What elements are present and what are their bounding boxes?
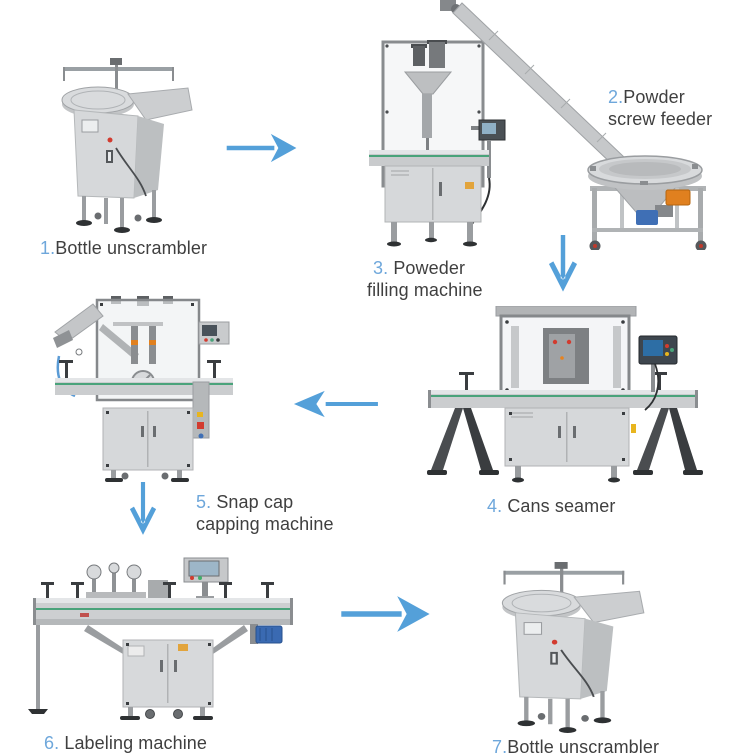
flow-arrow-down-2-icon	[129, 482, 157, 535]
step-label-1: 1.Bottle unscrambler	[40, 237, 230, 259]
flow-arrow-right-2-icon	[341, 596, 430, 632]
step-label-6: 6. Labeling machine	[44, 732, 224, 754]
step-name-line2: filling machine	[367, 280, 483, 300]
step-number: 4.	[487, 496, 508, 516]
machine-3-powder-filling-machine-image	[369, 40, 506, 247]
machine-1-bottle-unscrambler-image	[61, 58, 193, 233]
step-label-2: 2.Powder screw feeder	[608, 86, 730, 130]
step-number: 6.	[44, 733, 65, 753]
step-label-3: 3. Poweder filling machine	[367, 257, 507, 301]
flow-arrow-left-icon	[293, 390, 378, 418]
machine-4-cans-seamer-image	[427, 306, 703, 483]
step-name: Snap cap	[216, 492, 294, 512]
step-name: Poweder	[393, 258, 466, 278]
machine-5-snap-cap-capping-machine-image	[53, 296, 233, 482]
machine-2-powder-screw-feeder-image	[440, 0, 707, 250]
step-number: 3.	[373, 258, 394, 278]
step-name: Powder	[623, 87, 685, 107]
step-name: Cans seamer	[507, 496, 616, 516]
step-number: 5.	[196, 492, 217, 512]
step-name-line2: capping machine	[196, 514, 334, 534]
step-number: 7.	[492, 737, 508, 756]
step-label-5: 5. Snap cap capping machine	[196, 491, 341, 535]
step-name: Bottle unscrambler	[55, 238, 208, 258]
step-name: Labeling machine	[64, 733, 208, 753]
machine-6-labeling-machine-image	[28, 557, 293, 720]
flow-arrow-right-1-icon	[226, 133, 297, 163]
step-name: Bottle unscrambler	[507, 737, 660, 756]
machine-7-bottle-unscrambler-image	[501, 562, 645, 734]
step-label-4: 4. Cans seamer	[487, 495, 647, 517]
step-name-line2: screw feeder	[608, 109, 713, 129]
step-number: 2.	[608, 87, 624, 107]
step-label-7: 7.Bottle unscrambler	[492, 736, 682, 756]
step-number: 1.	[40, 238, 56, 258]
flow-arrow-down-1-icon	[548, 235, 578, 292]
